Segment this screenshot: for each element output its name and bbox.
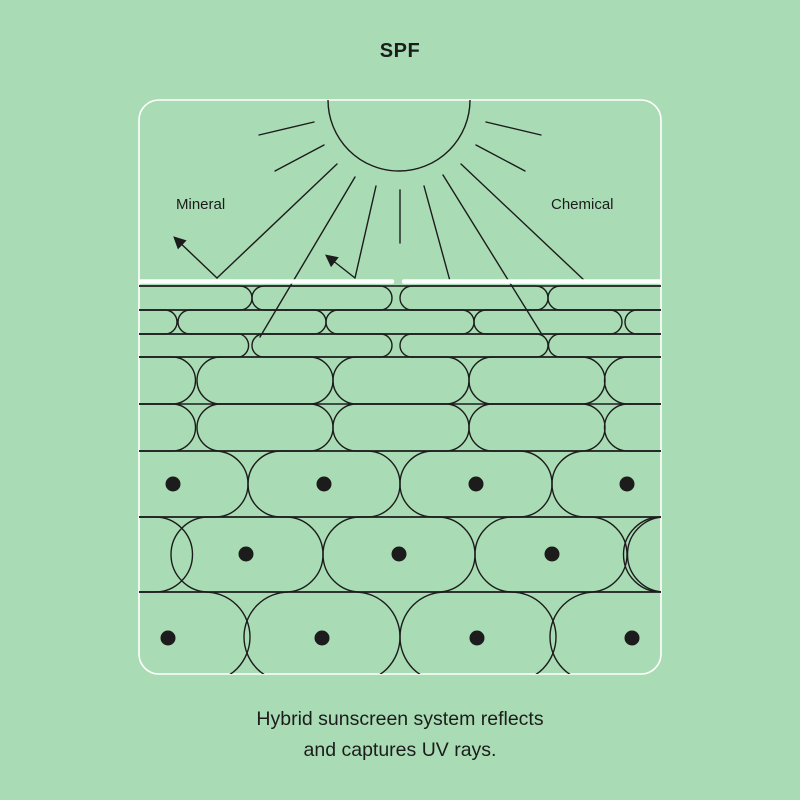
nucleus-dot <box>624 630 640 646</box>
caption: Hybrid sunscreen system reflects and cap… <box>0 704 800 766</box>
sun-icon <box>327 100 471 172</box>
ray-chemical-penetrate-1 <box>259 176 356 338</box>
nucleus-dots <box>160 476 640 646</box>
diagram-title: SPF <box>379 40 421 62</box>
nucleus-dot <box>165 476 181 492</box>
nucleus-dot <box>238 546 254 562</box>
stratum-basale <box>139 450 661 674</box>
reflect-arrows <box>173 236 356 279</box>
stratum-corneum <box>139 285 661 358</box>
ray-chemical-absorb-1 <box>442 174 542 334</box>
panel-frame <box>138 99 662 675</box>
ray-chemical-absorb-2 <box>460 163 586 282</box>
arrow-icon <box>173 236 218 279</box>
nucleus-dot <box>314 630 330 646</box>
nucleus-dot <box>469 630 485 646</box>
label-chemical: Chemical <box>551 196 614 213</box>
nucleus-dot <box>468 476 484 492</box>
nucleus-dot <box>544 546 560 562</box>
nucleus-dot <box>619 476 635 492</box>
ray-mineral-reflect-1 <box>216 163 338 279</box>
label-mineral: Mineral <box>176 196 225 213</box>
arrow-icon <box>325 254 356 279</box>
nucleus-dot <box>160 630 176 646</box>
uv-ray-paths <box>216 163 586 338</box>
caption-line-2: and captures UV rays. <box>303 739 497 761</box>
ray-mineral-reflect-2 <box>354 185 377 279</box>
stratum-granulosum <box>139 356 661 452</box>
nucleus-dot <box>316 476 332 492</box>
caption-line-1: Hybrid sunscreen system reflects <box>256 708 544 730</box>
nucleus-dot <box>391 546 407 562</box>
sun-rays <box>258 121 542 282</box>
